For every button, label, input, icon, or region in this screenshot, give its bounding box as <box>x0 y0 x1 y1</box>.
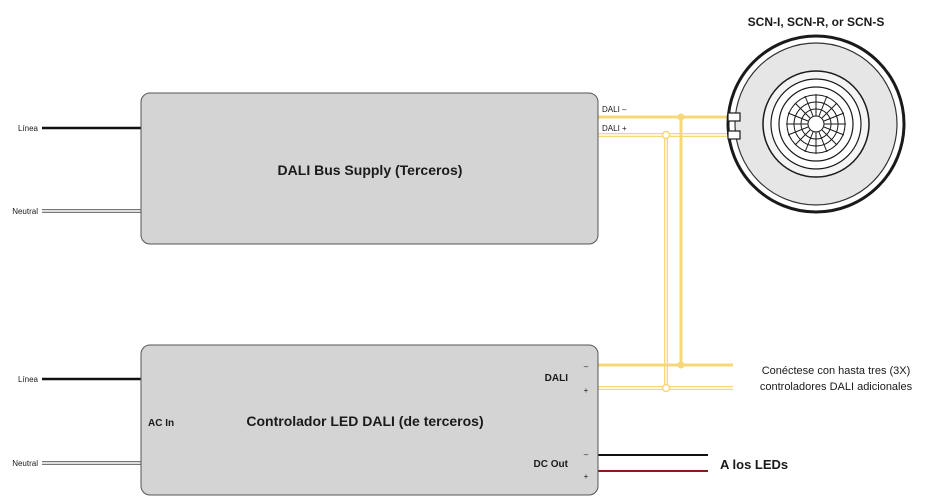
additional-controllers-note-line2: controladores DALI adicionales <box>760 381 913 393</box>
to-leds-label: A los LEDs <box>720 457 788 472</box>
sensor-title: SCN-I, SCN-R, or SCN-S <box>748 15 885 29</box>
junction-dot <box>661 383 671 393</box>
bus-supply-title: DALI Bus Supply (Terceros) <box>278 162 463 178</box>
controller-dc-minus-sign: – <box>584 450 589 459</box>
dali-controller-box <box>140 344 599 496</box>
controller-ac-in-label: AC In <box>148 418 174 429</box>
controller-dali-minus-sign: – <box>584 362 589 371</box>
junction-dot <box>677 113 685 121</box>
mains-wires <box>42 126 142 465</box>
additional-controllers-note-line1: Conéctese con hasta tres (3X) <box>762 365 911 377</box>
bus-dali-minus-label: DALI – <box>602 105 627 114</box>
ctrl-linea-label: Línea <box>18 375 39 384</box>
controller-dc-plus-sign: + <box>584 472 589 481</box>
bus-neutral-label: Neutral <box>12 207 38 216</box>
controller-dc-out-label: DC Out <box>534 459 569 470</box>
junction-dot <box>661 130 671 140</box>
occupancy-sensor-icon <box>726 34 906 214</box>
junction-dot <box>677 361 685 369</box>
controller-dali-plus-sign: + <box>584 386 589 395</box>
controller-title: Controlador LED DALI (de terceros) <box>246 413 483 429</box>
dali-wires <box>598 115 733 390</box>
bus-dali-plus-label: DALI + <box>602 124 627 133</box>
controller-dali-label: DALI <box>545 373 569 384</box>
bus-linea-label: Línea <box>18 124 39 133</box>
ctrl-neutral-label: Neutral <box>12 459 38 468</box>
dali-bus-supply-box <box>140 92 599 245</box>
